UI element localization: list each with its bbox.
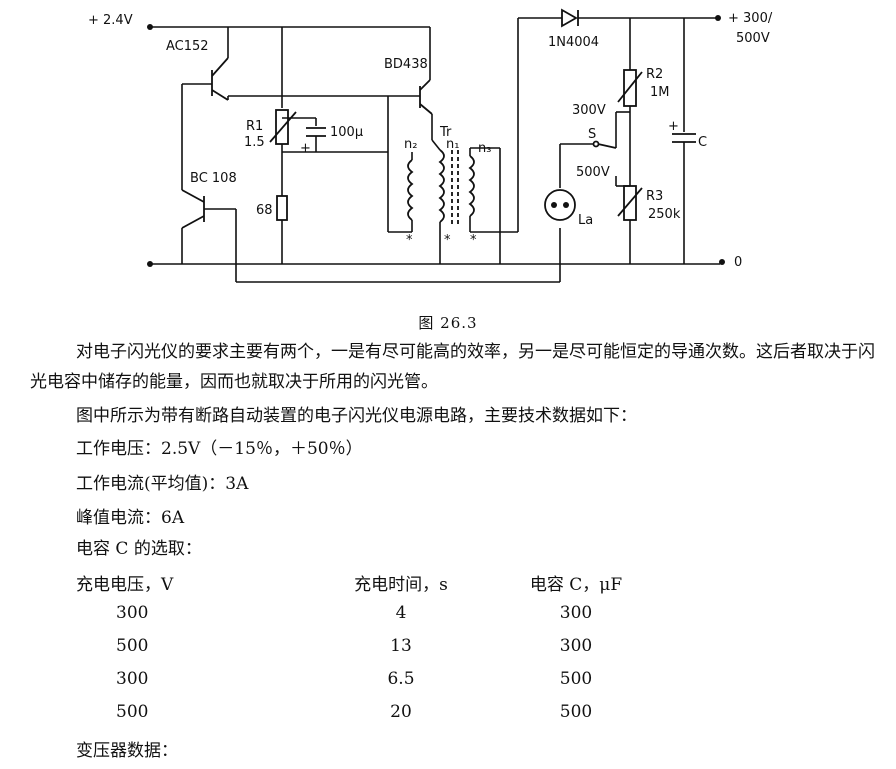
cell-time: 4	[395, 603, 407, 623]
label-plus1: +	[300, 141, 311, 156]
table-row: 500 13 300	[76, 636, 696, 666]
label-sw: S	[588, 127, 596, 142]
label-cap-c: C	[698, 135, 707, 150]
cell-voltage: 500	[116, 636, 149, 656]
spec-peak: 峰值电流：6A	[76, 508, 185, 528]
figure-caption: 图 26.3	[418, 314, 478, 332]
label-star3: *	[470, 233, 477, 248]
label-n1: n₁	[446, 137, 459, 152]
label-vin: + 2.4V	[88, 13, 133, 28]
label-r68: 68	[256, 203, 273, 218]
resistor-68	[276, 195, 288, 221]
cell-capacitance: 300	[559, 636, 593, 656]
cell-time: 6.5	[387, 669, 415, 689]
label-r3: R3	[646, 189, 663, 204]
label-r2-val: 1M	[650, 85, 670, 100]
diode-1n4004	[561, 8, 578, 28]
label-q3: BD438	[384, 57, 428, 72]
circuit-diagram: + 2.4V AC152 R1 1.5 100μ + 68	[88, 8, 773, 283]
winding-n1	[438, 149, 445, 223]
label-sw-500: 500V	[576, 165, 610, 180]
label-n3: n₃	[478, 141, 491, 156]
paragraph-1: 对电子闪光仪的要求主要有两个，一是有尽可能高的效率，另一是尽可能恒定的导通次数。…	[30, 342, 875, 392]
terminal-gnd-right	[719, 259, 725, 265]
label-star1: *	[406, 233, 413, 248]
cell-time: 13	[390, 636, 412, 656]
spec-current: 工作电流(平均值)：3A	[76, 474, 249, 494]
table-row: 300 6.5 500	[76, 669, 696, 699]
table-row: 500 20 500	[76, 702, 696, 732]
label-star2: *	[444, 233, 451, 248]
paragraph-2: 图中所示为带有断路自动装置的电子闪光仪电源电路，主要技术数据如下：	[76, 406, 637, 426]
label-r1: R1	[246, 119, 263, 134]
label-r3-val: 250k	[648, 207, 681, 222]
cell-voltage: 300	[116, 603, 149, 623]
header-voltage: 充电电压，V	[76, 575, 174, 595]
label-q1: AC152	[166, 39, 209, 54]
label-vout: + 300/	[728, 11, 773, 26]
label-cap1: 100μ	[330, 125, 363, 140]
label-vout2: 500V	[736, 31, 770, 46]
header-capacitance: 电容 C，μF	[529, 575, 623, 595]
spec-cap-select: 电容 C 的选取：	[76, 539, 202, 559]
cell-capacitance: 300	[559, 603, 593, 623]
table-row: 300 4 300	[76, 603, 696, 633]
transformer-heading: 变压器数据：	[76, 741, 178, 761]
label-r1-val: 1.5	[244, 135, 265, 150]
winding-n2	[407, 159, 414, 221]
cell-voltage: 300	[116, 669, 149, 689]
label-lamp: La	[578, 213, 593, 228]
winding-n3	[468, 155, 475, 217]
cell-voltage: 500	[116, 702, 149, 722]
label-q2: BC 108	[190, 171, 237, 186]
cell-time: 20	[390, 702, 412, 722]
label-r2: R2	[646, 67, 663, 82]
label-sw-300: 300V	[572, 103, 606, 118]
label-n2: n₂	[404, 137, 417, 152]
cell-capacitance: 500	[559, 702, 593, 722]
label-ground: 0	[734, 255, 742, 270]
label-d1: 1N4004	[548, 35, 599, 50]
terminal-vout	[715, 15, 721, 21]
cell-capacitance: 500	[559, 669, 593, 689]
label-tr: Tr	[439, 125, 452, 140]
spec-voltage: 工作电压：2.5V（－15％，＋50％）	[76, 439, 363, 459]
label-plus2: +	[668, 119, 679, 134]
header-time: 充电时间，s	[354, 575, 448, 595]
table-header: 充电电压，V 充电时间，s 电容 C，μF	[76, 570, 696, 600]
lamp-la	[544, 189, 576, 221]
